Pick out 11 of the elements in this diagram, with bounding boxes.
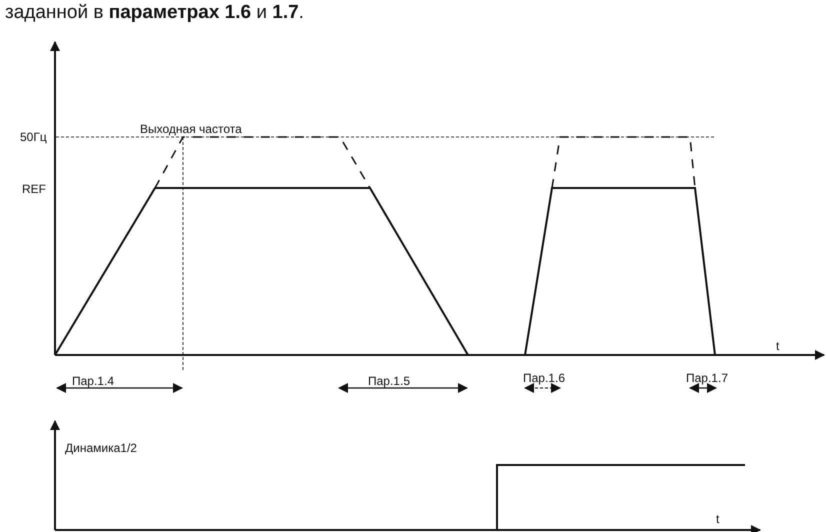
axis-label: t xyxy=(716,512,720,526)
axis-title: Динамика1/2 xyxy=(65,441,137,455)
dimension-label: Пар.1.6 xyxy=(523,371,565,385)
dimension-label: Пар.1.4 xyxy=(72,374,114,388)
curve-label: Выходная частота xyxy=(140,122,242,136)
dimension-label: Пар.1.7 xyxy=(686,371,728,385)
dimension-label: Пар.1.5 xyxy=(368,374,410,388)
axis-value-label: REF xyxy=(22,182,46,196)
axis-label: t xyxy=(776,339,780,353)
axis-value-label: 50Гц xyxy=(20,130,47,144)
caption-text: заданной в параметрах 1.6 и 1.7. xyxy=(5,2,304,24)
